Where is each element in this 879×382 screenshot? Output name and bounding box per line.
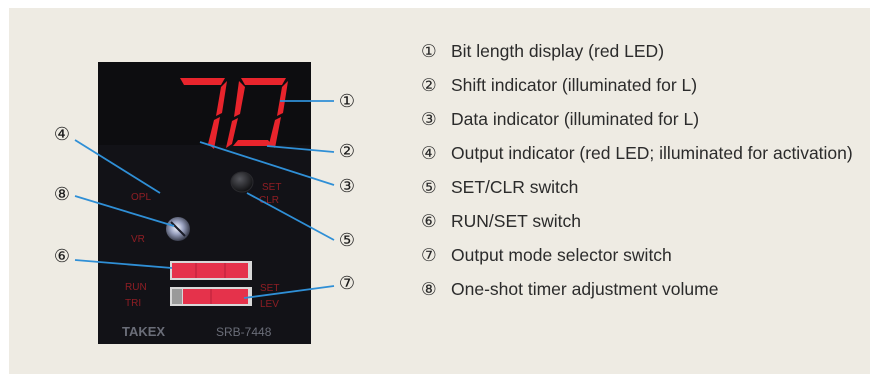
legend-num: ⑧: [421, 279, 437, 299]
legend-item: ① Bit length display (red LED): [421, 34, 871, 68]
label-run: RUN: [125, 282, 147, 293]
label-vr: VR: [131, 234, 145, 245]
legend-text: Shift indicator (illuminated for L): [451, 75, 698, 95]
callout-4: ④: [54, 124, 70, 145]
legend-item: ③ Data indicator (illuminated for L): [421, 102, 871, 136]
leader-8: [74, 195, 175, 227]
leader-lines: [74, 100, 335, 299]
label-set-bottom: SET: [260, 283, 279, 294]
callout-7: ⑦: [339, 273, 355, 294]
label-lev: LEV: [260, 299, 279, 310]
legend-text: Output indicator (red LED; illuminated f…: [451, 143, 853, 163]
callout-5: ⑤: [339, 230, 355, 251]
legend-item: ⑦ Output mode selector switch: [421, 238, 871, 272]
leader-3: [199, 141, 335, 186]
set-clr-button[interactable]: [230, 171, 254, 193]
callout-1: ①: [339, 91, 355, 112]
legend-num: ②: [421, 75, 437, 95]
callout-6: ⑥: [54, 246, 70, 267]
output-mode-switch[interactable]: [183, 289, 248, 304]
legend-num: ⑦: [421, 245, 437, 265]
legend-item: ⑧ One-shot timer adjustment volume: [421, 272, 871, 306]
leader-6: [74, 259, 173, 269]
leader-2: [266, 145, 335, 153]
legend-item: ② Shift indicator (illuminated for L): [421, 68, 871, 102]
label-clr: CLR: [259, 195, 279, 206]
legend-num: ⑥: [421, 211, 437, 231]
legend-text: RUN/SET switch: [451, 211, 581, 231]
legend-num: ①: [421, 41, 437, 61]
legend-num: ④: [421, 143, 437, 163]
legend-item: ⑥ RUN/SET switch: [421, 204, 871, 238]
label-opl: OPL: [131, 192, 151, 203]
legend-num: ③: [421, 109, 437, 129]
leader-5: [246, 192, 335, 241]
run-set-switch[interactable]: [172, 263, 248, 278]
device-lower-panel: [98, 145, 311, 344]
legend-text: Bit length display (red LED): [451, 41, 665, 61]
legend-list: ① Bit length display (red LED) ② Shift ind…: [421, 34, 871, 306]
legend-text: SET/CLR switch: [451, 177, 579, 197]
legend-item: ④ Output indicator (red LED; illuminated …: [421, 136, 871, 170]
legend-text: Data indicator (illuminated for L): [451, 109, 700, 129]
callout-3: ③: [339, 176, 355, 197]
label-tri: TRI: [125, 298, 141, 309]
label-set-top: SET: [262, 182, 281, 193]
vr-knob-slot: [170, 221, 186, 237]
bit-length-display: [180, 78, 288, 149]
callout-8: ⑧: [54, 184, 70, 205]
leader-7: [243, 285, 335, 299]
callout-2: ②: [339, 141, 355, 162]
leader-4: [74, 139, 161, 194]
brand-label: TAKEX: [122, 324, 165, 339]
model-label: SRB-7448: [216, 325, 272, 339]
legend-item: ⑤ SET/CLR switch: [421, 170, 871, 204]
legend-text: Output mode selector switch: [451, 245, 672, 265]
legend-num: ⑤: [421, 177, 437, 197]
legend-text: One-shot timer adjustment volume: [451, 279, 719, 299]
